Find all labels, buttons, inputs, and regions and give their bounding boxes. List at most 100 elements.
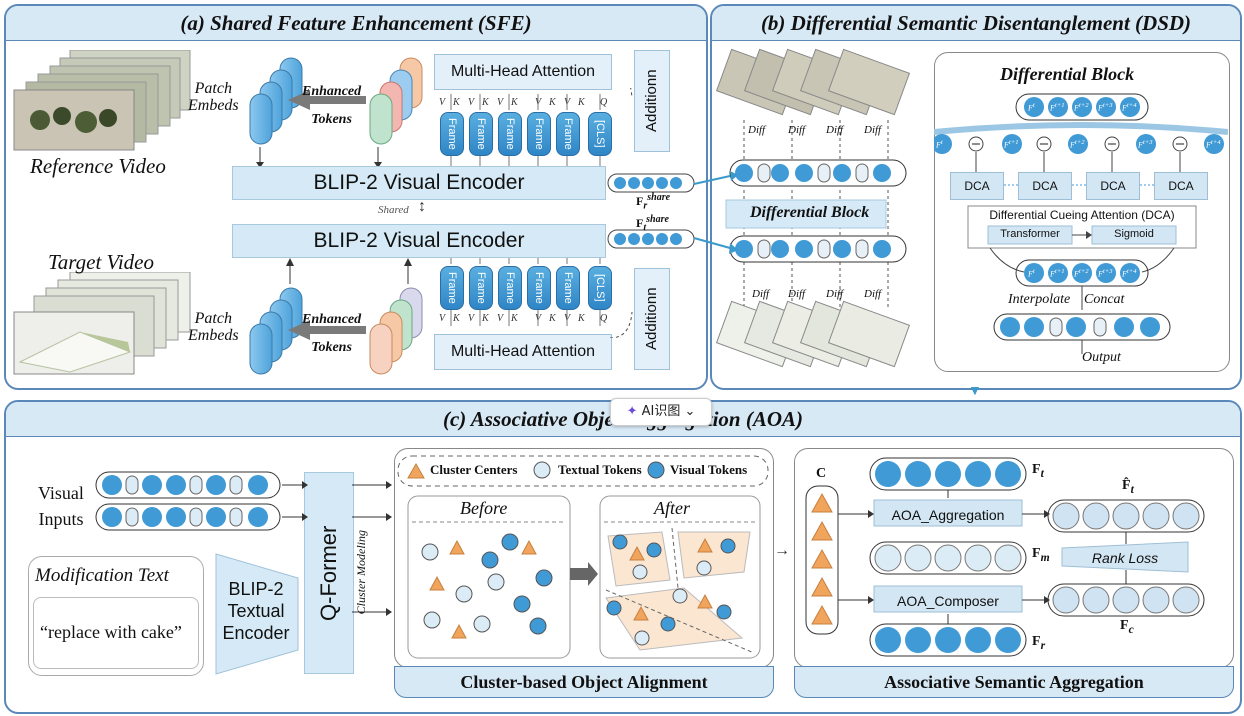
- right-arrow: →: [774, 542, 790, 559]
- semantic-aggregation-diagram: [805, 457, 1205, 657]
- q-former: Q-Former: [304, 472, 354, 674]
- visual-encoder-top: BLIP-2 Visual Encoder: [232, 166, 606, 200]
- legend-textual-tokens: Textual Tokens: [558, 462, 642, 477]
- v-label: V: [439, 97, 446, 108]
- down-arrow: ▼: [968, 384, 982, 399]
- k-label: K: [482, 97, 489, 108]
- q-label: Q: [600, 97, 608, 108]
- aoa-aggregation-label: AOA_Aggregation: [891, 507, 1005, 523]
- frame-token: Frame: [556, 112, 580, 156]
- f-token-label: Ft+2: [1070, 139, 1085, 150]
- modification-text-title: Modification Text: [35, 565, 169, 586]
- target-video-label: Target Video: [48, 250, 154, 274]
- dca-full-label: Differential Cueing Attention (DCA): [989, 208, 1175, 222]
- fhat-label: F̂t: [1122, 478, 1134, 496]
- frame-token: Frame: [498, 112, 522, 156]
- frame-token: Frame: [556, 266, 580, 310]
- differential-block-graph: [934, 93, 1228, 354]
- legend-visual-tokens: Visual Tokens: [670, 462, 748, 477]
- cluster-alignment-diagram: [397, 455, 769, 659]
- frame-token: Frame: [440, 266, 464, 310]
- ft-label: Ft: [1032, 462, 1044, 480]
- sfe-title: (a) Shared Feature Enhancement (SFE): [6, 6, 706, 41]
- dca-box: DCA: [950, 172, 1004, 200]
- f-token-label: Ft+4: [1122, 268, 1137, 279]
- f-token-label: Ft+4: [1206, 139, 1221, 150]
- dca-box: DCA: [1086, 172, 1140, 200]
- visual-input-tokens: [95, 471, 281, 531]
- target-video-frames: [13, 272, 191, 375]
- fm-label: Fm: [1032, 546, 1050, 564]
- differential-block-label: Differential Block: [750, 204, 870, 221]
- f-token-label: Ft+2: [1074, 102, 1089, 113]
- f-token-label: Ft+1: [1050, 268, 1065, 279]
- rank-loss-label: Rank Loss: [1091, 550, 1159, 566]
- shared-label: Shared: [378, 204, 409, 216]
- after-label: After: [654, 498, 690, 518]
- c-label: C: [816, 466, 827, 481]
- diff-label: Diff: [788, 124, 806, 136]
- addition-top: Additionn: [634, 50, 670, 152]
- cls-token: [CLS]: [588, 112, 612, 156]
- k-label: K: [453, 313, 460, 324]
- aoa-left-arrows: [282, 481, 392, 616]
- cluster-alignment-label: Cluster-based Object Alignment: [394, 666, 774, 698]
- k-label: K: [453, 97, 460, 108]
- concat-label: Concat: [1084, 292, 1125, 307]
- dca-box: DCA: [1018, 172, 1072, 200]
- f-token-label: Ft+3: [1138, 139, 1153, 150]
- diff-label: Diff: [752, 288, 770, 300]
- frame-token: Frame: [527, 112, 551, 156]
- textual-encoder-shape: [215, 553, 299, 675]
- fr-share-label: Frshare: [636, 192, 671, 212]
- diff-label: Diff: [788, 288, 806, 300]
- output-label: Output: [1082, 350, 1121, 365]
- diff-label: Diff: [826, 288, 844, 300]
- shared-arrow: ↕: [418, 198, 426, 215]
- addition-bottom: Additionn: [634, 268, 670, 370]
- f-token-label: Ft: [936, 139, 943, 150]
- f-token-label: Ft+2: [1074, 268, 1089, 279]
- transformer-label: Transformer: [1000, 228, 1060, 240]
- f-token-label: Ft+3: [1098, 102, 1113, 113]
- before-label: Before: [460, 498, 508, 518]
- k-label: K: [511, 313, 518, 324]
- v-label: V: [468, 97, 475, 108]
- fr-share-tokens: [607, 173, 695, 249]
- q-label: Q: [600, 313, 608, 324]
- differential-block-title: Differential Block: [1000, 64, 1135, 84]
- sfe-token-stacks: [249, 57, 423, 375]
- k-label: K: [511, 97, 518, 108]
- dsd-diagram: [715, 48, 911, 368]
- semantic-aggregation-label: Associative Semantic Aggregation: [794, 666, 1234, 698]
- modification-text-example: “replace with cake”: [33, 597, 199, 669]
- f-token-label: Ft: [1028, 268, 1035, 279]
- dsd-title: (b) Differential Semantic Disentanglemen…: [712, 6, 1240, 41]
- cls-token: [CLS]: [588, 266, 612, 310]
- v-label: V: [439, 313, 446, 324]
- f-token-label: Ft+3: [1098, 268, 1113, 279]
- k-label: K: [549, 313, 556, 324]
- sigmoid-label: Sigmoid: [1114, 228, 1154, 240]
- f-token-label: Ft+1: [1050, 102, 1065, 113]
- frame-token: Frame: [498, 266, 522, 310]
- v-label: V: [497, 313, 504, 324]
- diff-label: Diff: [864, 124, 882, 136]
- dca-box: DCA: [1154, 172, 1208, 200]
- mha-top: Multi-Head Attention: [434, 54, 612, 90]
- ft-share-label: Ftshare: [636, 214, 669, 234]
- frame-token: Frame: [527, 266, 551, 310]
- sfe-dsd-arrows: [693, 171, 738, 254]
- frame-token: Frame: [469, 266, 493, 310]
- chevron-down-icon: ⌄: [684, 404, 696, 419]
- legend-cluster-centers: Cluster Centers: [430, 462, 518, 477]
- ai-image-badge[interactable]: ✦ AI识图 ⌄: [610, 398, 712, 426]
- reference-video-label: Reference Video: [30, 154, 166, 178]
- k-label: K: [482, 313, 489, 324]
- reference-video-frames: [13, 50, 191, 151]
- diff-label: Diff: [864, 288, 882, 300]
